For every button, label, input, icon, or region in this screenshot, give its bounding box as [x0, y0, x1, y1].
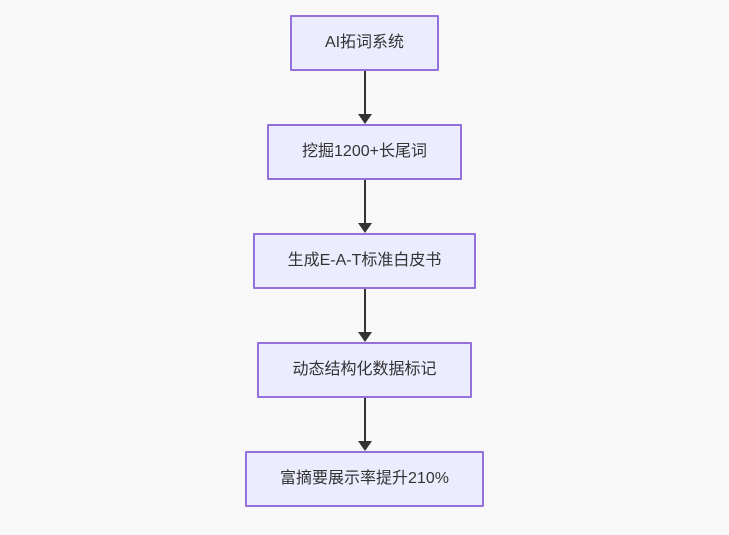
flowchart-node-longtail-mining: 挖掘1200+长尾词 — [267, 124, 462, 180]
node-label: AI拓词系统 — [324, 34, 405, 51]
arrow-connector — [357, 71, 372, 124]
arrow-connector — [357, 180, 372, 233]
flowchart-node-rich-snippet-result: 富摘要展示率提升210% — [245, 451, 484, 507]
node-label: 生成E-A-T标准白皮书 — [287, 252, 442, 269]
arrow-down-icon — [357, 114, 372, 124]
flowchart-node-eat-whitepaper: 生成E-A-T标准白皮书 — [252, 233, 477, 289]
flowchart-node-structured-data-markup: 动态结构化数据标记 — [257, 342, 472, 398]
arrow-down-icon — [357, 332, 372, 342]
node-label: 动态结构化数据标记 — [292, 361, 437, 378]
arrow-down-icon — [357, 441, 372, 451]
arrow-connector — [357, 398, 372, 451]
arrow-down-icon — [357, 223, 372, 233]
node-label: 挖掘1200+长尾词 — [302, 143, 427, 160]
arrow-line — [363, 180, 366, 223]
arrow-line — [363, 398, 366, 441]
node-label: 富摘要展示率提升210% — [280, 470, 449, 487]
arrow-connector — [357, 289, 372, 342]
arrow-line — [363, 71, 366, 114]
arrow-line — [363, 289, 366, 332]
flowchart-node-ai-word-expansion: AI拓词系统 — [289, 15, 440, 71]
